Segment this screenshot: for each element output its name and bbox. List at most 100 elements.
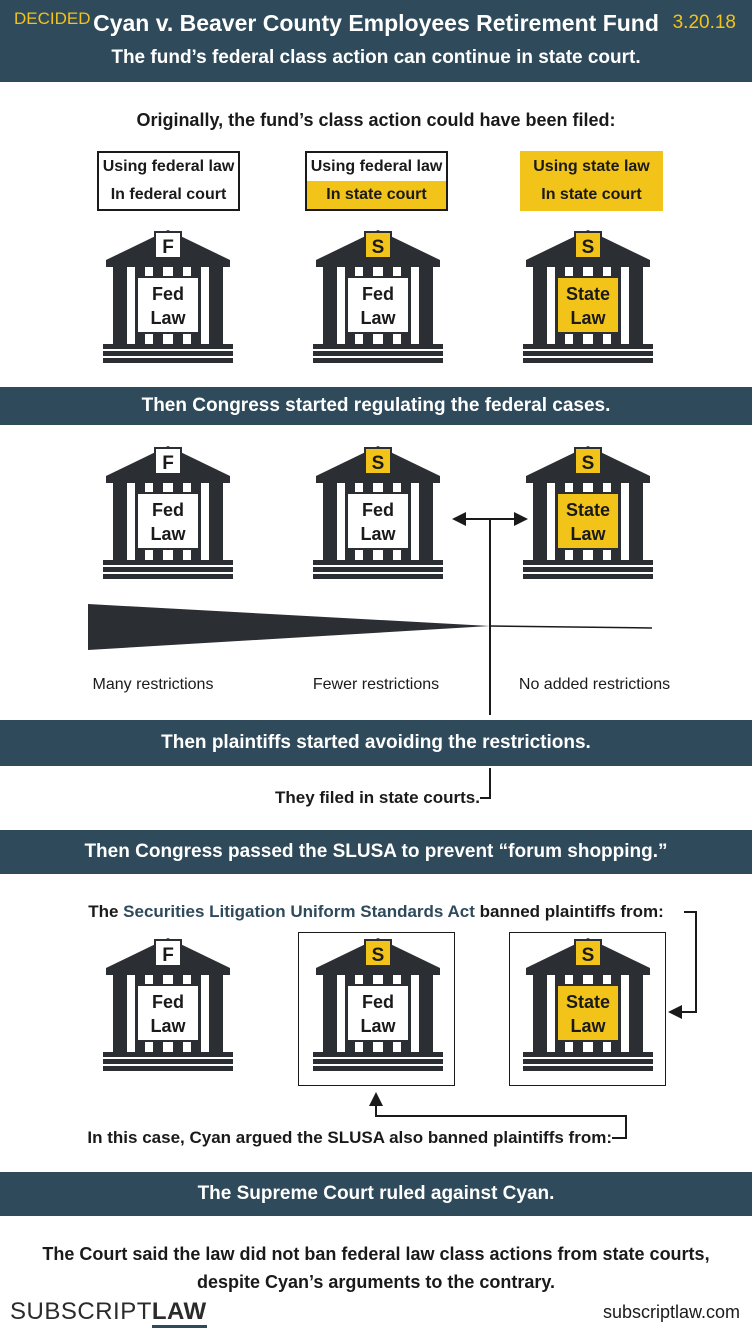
section-band: Then Congress started regulating the fed… — [0, 387, 752, 425]
court-badge — [574, 939, 602, 967]
option-federal-state: Using federal law In state court — [305, 151, 448, 211]
slusa-act-name: Securities Litigation Uniform Standards … — [123, 902, 475, 921]
case-title: Cyan v. Beaver County Employees Retireme… — [93, 10, 659, 36]
conclusion-line2: despite Cyan’s arguments to the contrary… — [196, 1272, 556, 1292]
court-badge-letter: S — [582, 453, 595, 474]
section-band: The Supreme Court ruled against Cyan. — [0, 1172, 752, 1216]
conclusion-line1: The Court said the law did not ban feder… — [42, 1244, 710, 1264]
court-badge-letter: F — [162, 453, 174, 474]
conclusion-text: The Court said the law did not ban feder… — [0, 1240, 752, 1296]
law-line1: Fed — [152, 500, 184, 520]
site-url[interactable]: subscriptlaw.com — [602, 1302, 740, 1322]
restriction-label-fewer: Fewer restrictions — [312, 676, 440, 693]
slusa-prefix: The — [88, 902, 124, 921]
connector-line — [375, 1100, 627, 1139]
option-line2: In federal court — [110, 186, 227, 203]
law-line2: Law — [570, 524, 606, 544]
connector-line — [676, 911, 697, 1013]
option-line1: Using federal law — [102, 158, 235, 175]
court-badge — [154, 939, 182, 967]
court-badge — [574, 231, 602, 259]
case-subtitle: The fund’s federal class action can cont… — [111, 47, 641, 68]
decision-date: 3.20.18 — [672, 12, 736, 33]
law-line1: Fed — [362, 500, 394, 520]
cyan-argued-text: In this case, Cyan argued the SLUSA also… — [87, 1128, 612, 1147]
law-line1: Fed — [152, 284, 184, 304]
section-band: Then plaintiffs started avoiding the res… — [0, 720, 752, 766]
law-plaque — [136, 276, 200, 334]
court-badge-letter: S — [372, 237, 385, 258]
court-badge-letter: S — [372, 945, 385, 966]
court-badge — [574, 447, 602, 475]
logo-text-right: LAW — [151, 1298, 207, 1328]
law-line2: Law — [150, 308, 186, 328]
law-line1: State — [566, 992, 610, 1012]
option-line1: Using federal law — [310, 158, 443, 175]
federal-courthouse-icon: F Fed Law — [103, 938, 233, 1071]
court-badge — [154, 231, 182, 259]
law-plaque — [556, 492, 620, 550]
court-badge-letter: S — [582, 237, 595, 258]
court-badge-letter: F — [162, 945, 174, 966]
law-plaque — [136, 984, 200, 1042]
law-plaque — [136, 492, 200, 550]
restriction-label-many: Many restrictions — [92, 676, 214, 693]
law-plaque — [346, 984, 410, 1042]
banned-frame — [298, 932, 455, 1086]
arrow-left-icon — [668, 1005, 682, 1019]
law-line1: Fed — [152, 992, 184, 1012]
federal-courthouse-icon: F Fed Law — [103, 446, 233, 579]
connector-line — [480, 768, 491, 799]
court-badge-letter: S — [582, 945, 595, 966]
slusa-arrows — [369, 911, 697, 1139]
law-line1: Fed — [362, 992, 394, 1012]
state-courthouse-icon: S Fed Law — [313, 230, 443, 363]
law-line2: Law — [150, 1016, 186, 1036]
state-courthouse-icon: S State Law — [523, 446, 653, 579]
state-courthouse-icon: S State Law — [523, 938, 653, 1071]
law-line2: Law — [360, 1016, 396, 1036]
court-badge-letter: F — [162, 237, 174, 258]
subscriptlaw-logo: SUBSCRIPTLAW — [10, 1298, 207, 1328]
court-badge — [154, 447, 182, 475]
header-banner — [0, 0, 752, 82]
law-plaque — [556, 276, 620, 334]
option-line2: In state court — [307, 181, 446, 209]
slusa-suffix: banned plaintiffs from: — [474, 902, 664, 921]
decided-tag: DECIDED — [14, 9, 91, 28]
state-courthouse-icon: S Fed Law — [313, 446, 443, 579]
option-federal-federal: Using federal law In federal court — [97, 151, 240, 211]
court-badge — [364, 231, 392, 259]
slusa-text: The Securities Litigation Uniform Standa… — [0, 902, 752, 922]
law-line2: Law — [360, 308, 396, 328]
federal-courthouse-icon: F Fed Law — [103, 230, 233, 363]
law-plaque — [346, 492, 410, 550]
option-state-state: Using state law In state court — [520, 151, 663, 211]
arrow-right-icon — [514, 512, 528, 526]
state-courthouse-icon: S Fed Law — [313, 938, 443, 1071]
arrow-left-icon — [452, 512, 466, 526]
law-line1: Fed — [362, 284, 394, 304]
restriction-diagram — [88, 512, 653, 799]
logo-text-left: SUBSCRIPT — [10, 1298, 152, 1325]
law-line2: Law — [360, 524, 396, 544]
law-plaque — [556, 984, 620, 1042]
law-line2: Law — [570, 308, 606, 328]
section-band: Then Congress passed the SLUSA to preven… — [0, 830, 752, 874]
option-line2: In state court — [541, 186, 642, 203]
law-line1: State — [566, 500, 610, 520]
court-badge — [364, 447, 392, 475]
law-line2: Law — [150, 524, 186, 544]
law-line2: Law — [570, 1016, 606, 1036]
restriction-wedge — [88, 604, 490, 650]
law-plaque — [346, 276, 410, 334]
banned-frame — [509, 932, 666, 1086]
restriction-label-none: No added restrictions — [518, 676, 671, 693]
court-badge — [364, 939, 392, 967]
filed-text: They filed in state courts. — [275, 788, 480, 807]
option-line1: Using state law — [533, 158, 650, 175]
law-line1: State — [566, 284, 610, 304]
intro-text: Originally, the fund’s class action coul… — [136, 110, 616, 130]
arrow-up-icon — [369, 1092, 383, 1106]
court-badge-letter: S — [372, 453, 385, 474]
